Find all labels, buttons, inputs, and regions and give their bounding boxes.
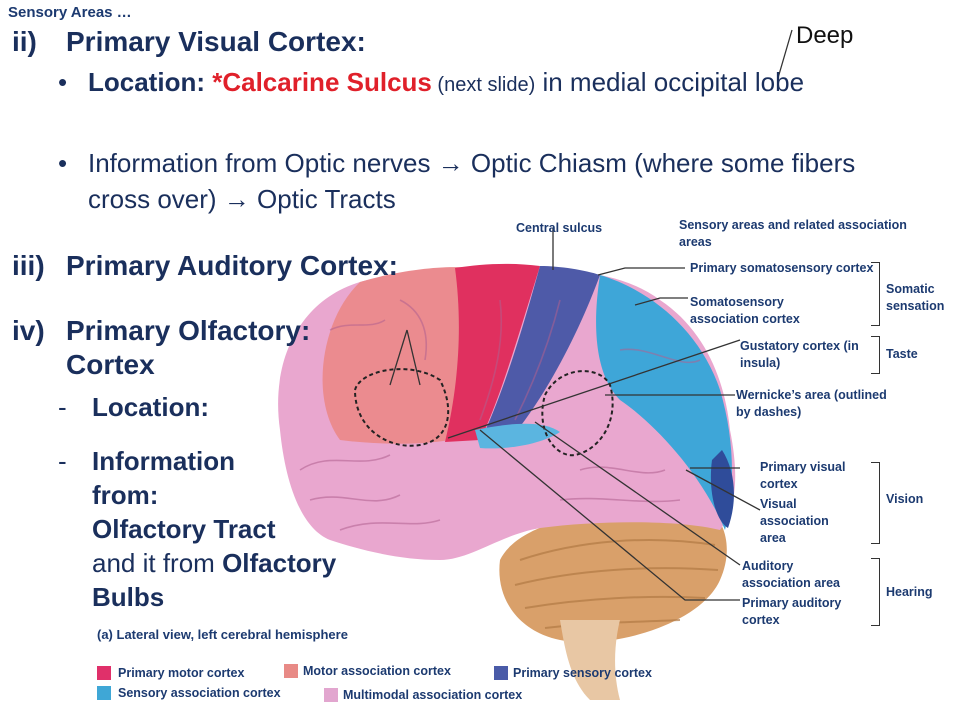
label-somatic-sensation: Somatic sensation: [886, 282, 945, 313]
bullet-location-prefix: Location:: [88, 67, 213, 97]
heading-numeral: iii): [12, 250, 45, 281]
bracket-vision: [871, 462, 880, 544]
bracket-taste: [871, 336, 880, 374]
label-taste: Taste: [886, 347, 918, 361]
heading-olfactory-cortex: iv) Primary Olfactory: Cortex: [12, 314, 310, 382]
label-visual-assoc: Visual association area: [760, 497, 829, 545]
label-primary-auditory: Primary auditory cortex: [742, 596, 842, 627]
legend-label: Primary sensory cortex: [513, 666, 652, 680]
legend-label: Primary motor cortex: [118, 666, 245, 680]
legend-swatch-multimodal: [324, 688, 338, 702]
dash-info-line: Information: [92, 446, 235, 476]
label-primary-visual: Primary visual cortex: [760, 460, 846, 491]
legend-label: Sensory association cortex: [118, 686, 281, 700]
legend-label: Multimodal association cortex: [343, 688, 523, 702]
bracket-somatic: [871, 262, 880, 326]
dash-marker: -: [58, 446, 67, 476]
heading-title: Primary Olfactory:: [66, 315, 311, 346]
label-auditory-assoc: Auditory association area: [742, 559, 840, 590]
label-somatosensory-assoc: Somatosensory association cortex: [690, 295, 800, 326]
bullet-location-highlight: *Calcarine Sulcus: [212, 67, 432, 97]
bracket-hearing: [871, 558, 880, 626]
bullet-location-suffix: in medial occipital lobe: [535, 67, 805, 97]
heading-title: Primary Visual Cortex:: [66, 26, 366, 57]
dash-info-line: from:: [92, 480, 159, 510]
label-hearing: Hearing: [886, 585, 933, 599]
heading-visual-cortex: ii) Primary Visual Cortex:: [12, 26, 366, 58]
dash-info-line-bold: Olfactory: [222, 548, 337, 578]
heading-numeral: iv): [12, 315, 45, 346]
central-sulcus-label: Central sulcus: [516, 221, 603, 235]
bullet-location: • Location: *Calcarine Sulcus (next slid…: [58, 64, 818, 103]
heading-title-cont: Cortex: [66, 349, 155, 380]
legend-swatch-motor-assoc: [284, 664, 298, 678]
dash-information: - Information from: Olfactory Tract and …: [58, 444, 418, 614]
bullet-location-note: (next slide): [431, 74, 536, 96]
deep-annotation: Deep: [796, 22, 854, 49]
legend-swatch-sensory-assoc: [97, 686, 111, 700]
bullet-dot: •: [58, 67, 68, 97]
heading-numeral: ii): [12, 26, 37, 57]
legend-label: Motor association cortex: [303, 664, 451, 678]
bullet-information-text: Information from Optic nerves → Optic Ch…: [88, 148, 856, 214]
legend-swatch-primary-sensory: [494, 666, 508, 680]
figure-caption: (a) Lateral view, left cerebral hemisphe…: [97, 627, 348, 642]
dash-location: -Location:: [58, 390, 209, 424]
dash-info-line: and it from: [92, 548, 223, 578]
label-vision: Vision: [886, 492, 924, 506]
heading-auditory-cortex: iii) Primary Auditory Cortex:: [12, 250, 398, 282]
figure-header: Sensory areas and related association ar…: [679, 218, 907, 249]
dash-location-label: Location:: [92, 392, 209, 422]
section-breadcrumb: Sensory Areas …: [8, 4, 132, 21]
label-gustatory: Gustatory cortex (in insula): [740, 339, 859, 370]
bullet-information: • Information from Optic nerves → Optic …: [58, 145, 878, 217]
bullet-dot: •: [58, 148, 68, 178]
heading-title: Primary Auditory Cortex:: [66, 250, 398, 281]
dash-info-line: Olfactory Tract: [92, 514, 276, 544]
dash-info-line: Bulbs: [92, 582, 165, 612]
label-primary-somatosensory: Primary somatosensory cortex: [690, 261, 874, 275]
legend-swatch-primary-motor: [97, 666, 111, 680]
dash-marker: -: [58, 392, 67, 422]
label-wernicke: Wernicke’s area (outlined by dashes): [736, 388, 887, 419]
